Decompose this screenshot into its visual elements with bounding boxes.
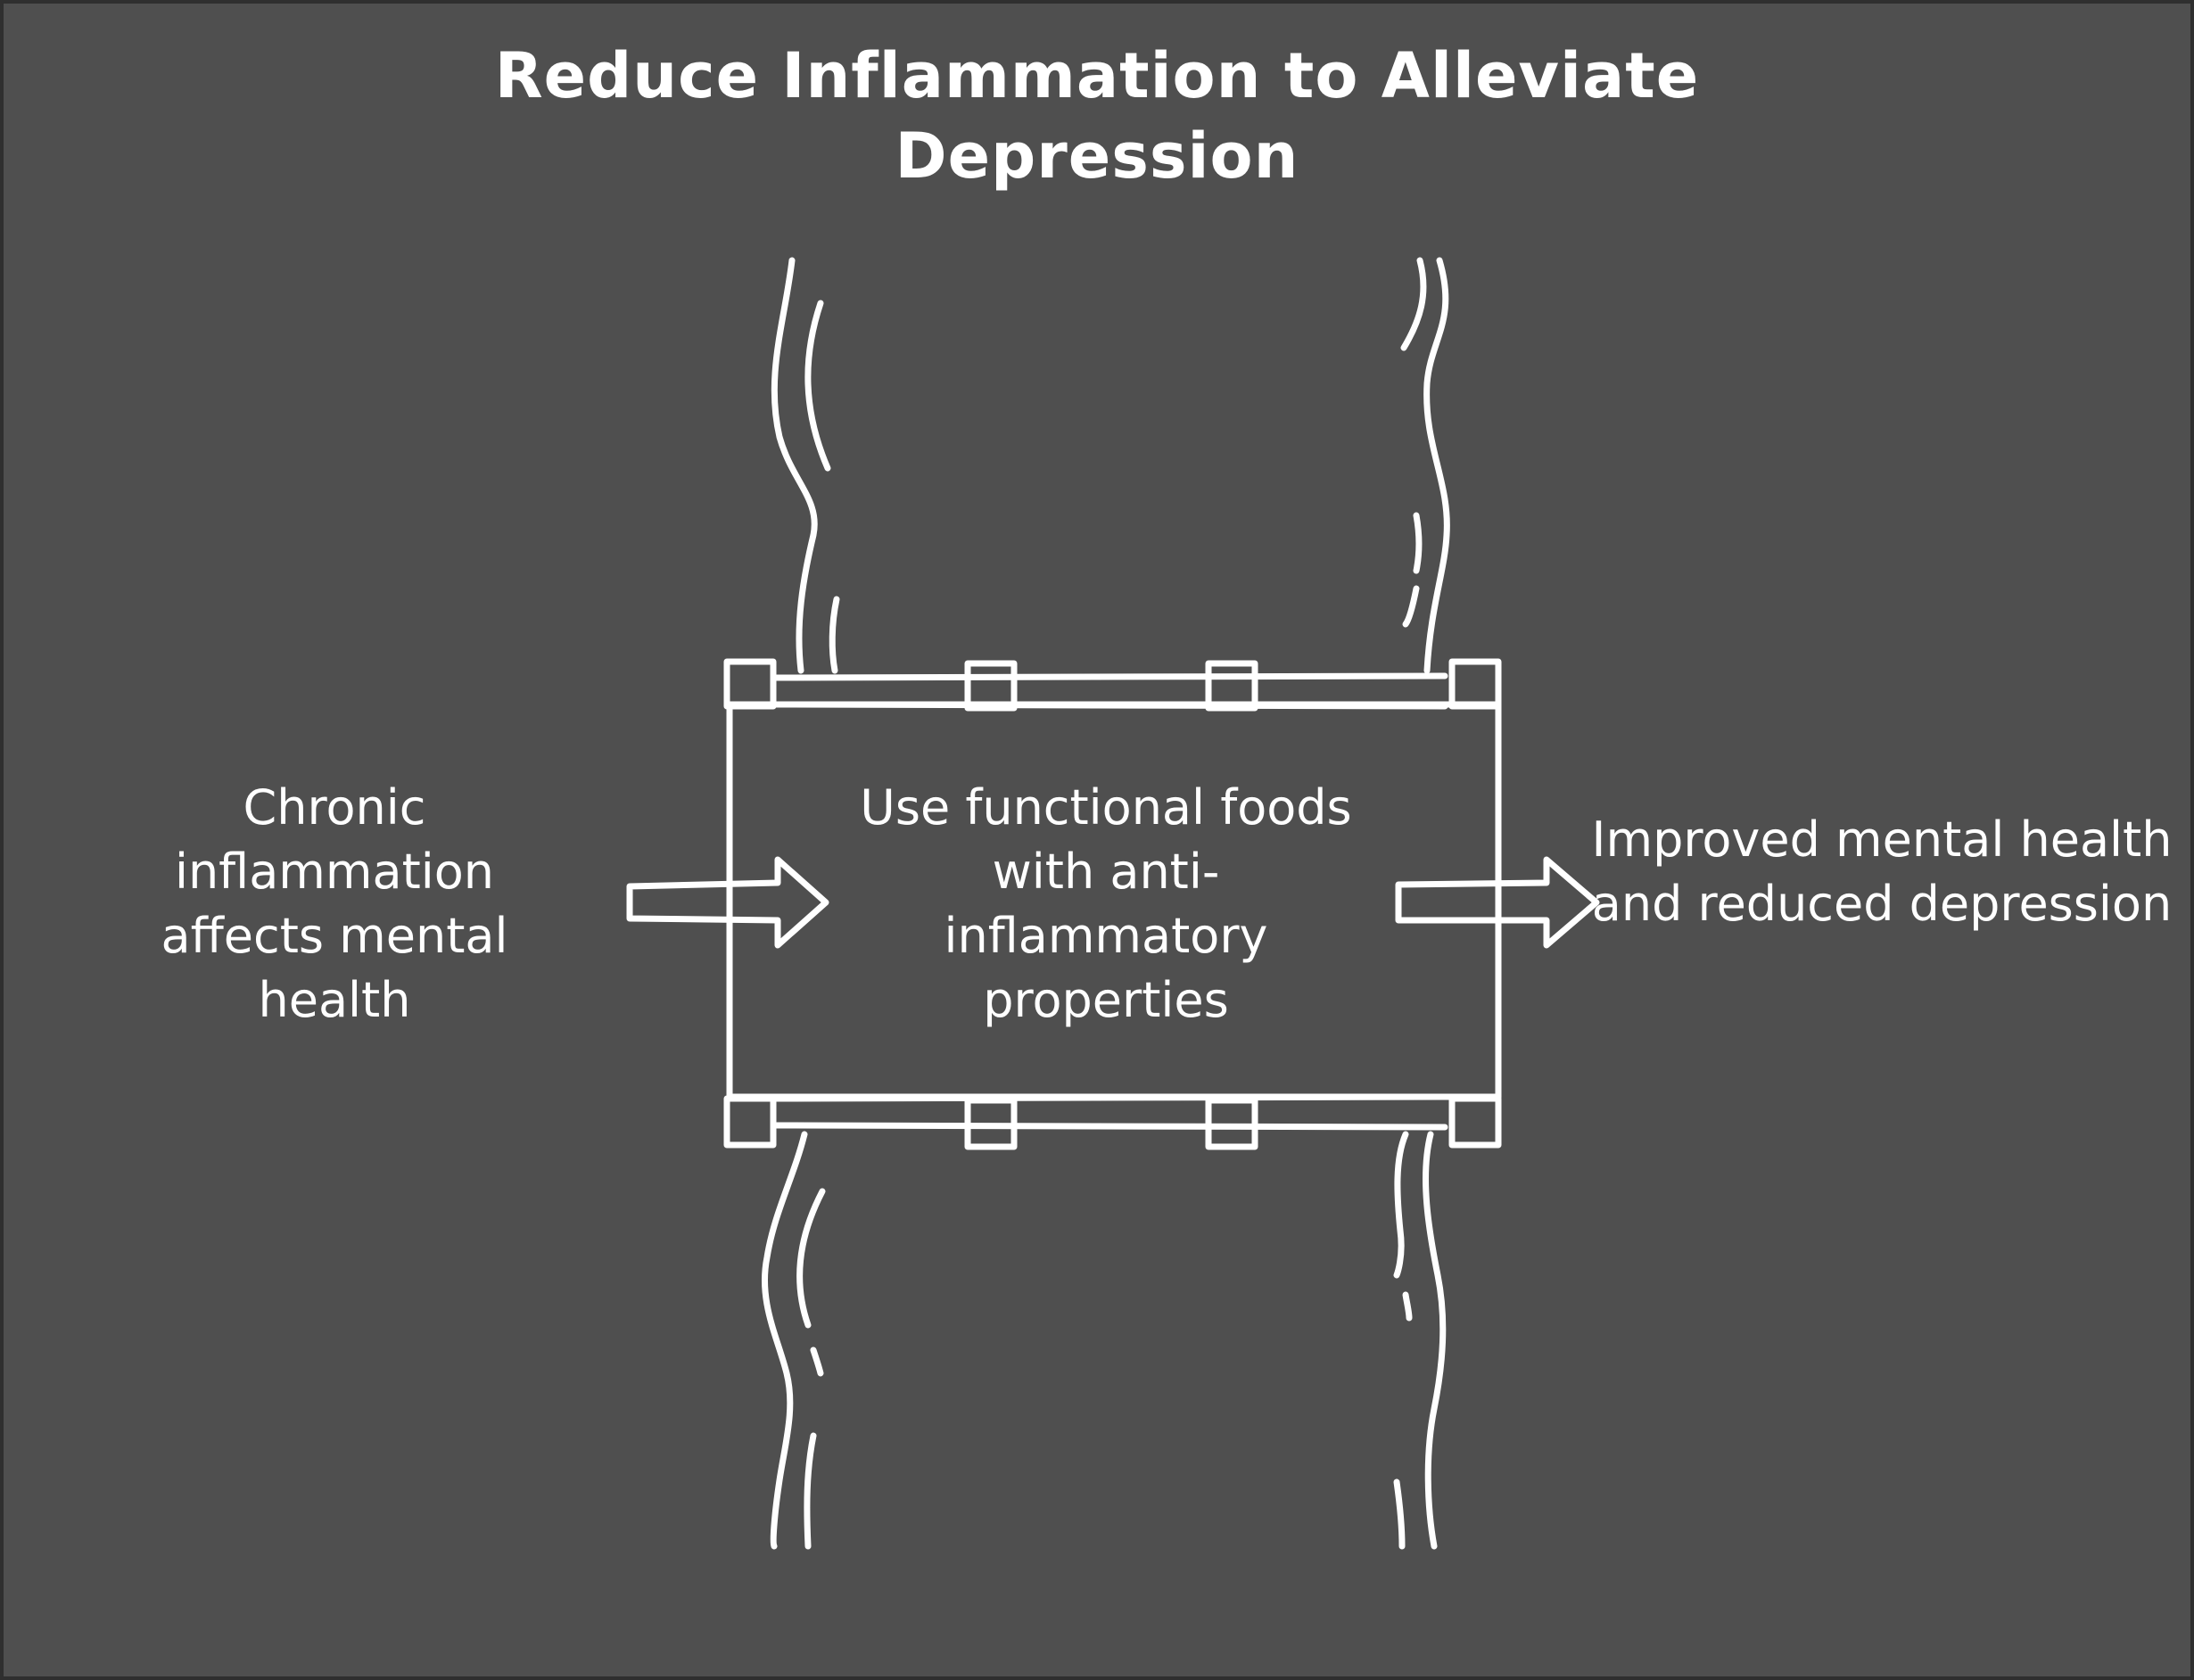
input-arrow-icon [626,856,829,949]
diagram-title: Reduce Inflammation to Alleviate Depress… [494,39,1700,193]
lower-pipe [761,1131,1447,1550]
filter-housing [723,658,1502,1150]
output-arrow-icon [1395,856,1600,949]
output-label: Improved mental health and reduced depre… [1591,811,2173,932]
input-label: Chronic inflammation affects mental heal… [161,779,508,1028]
upper-pipe [771,257,1450,674]
process-label: Use functional foods with anti-inflammat… [860,779,1352,1028]
